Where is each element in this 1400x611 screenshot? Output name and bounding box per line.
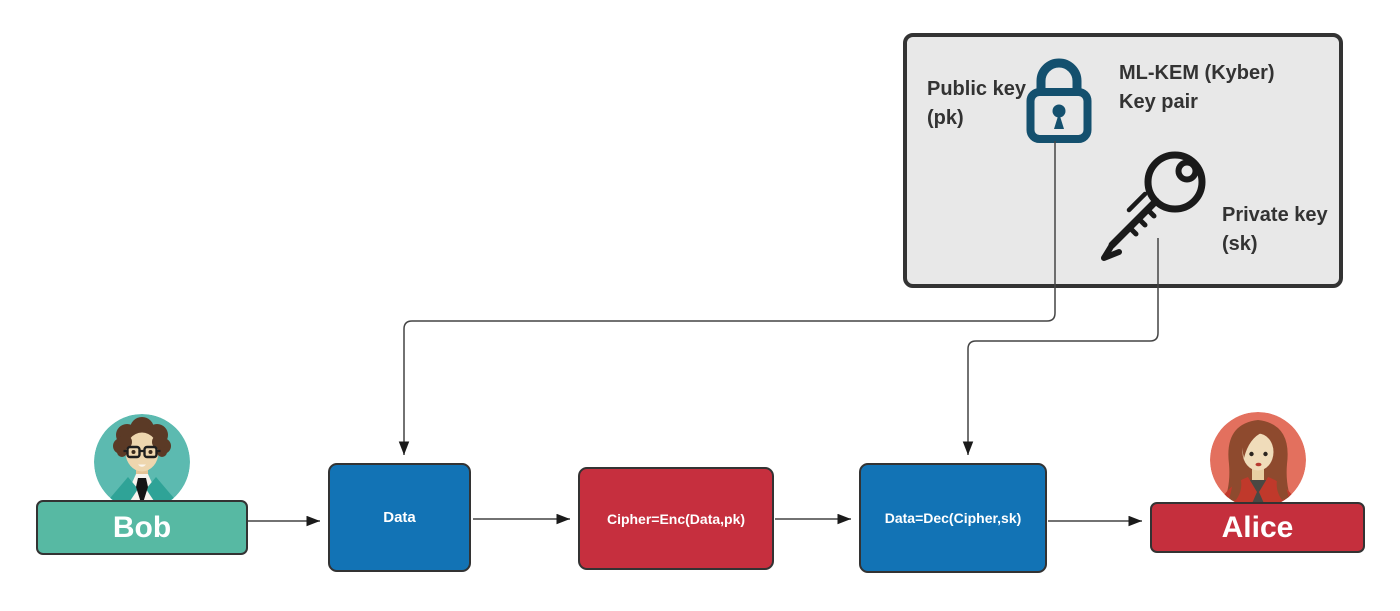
public-key-label: Public key (pk) (927, 78, 1026, 129)
keypair-title: ML-KEM (Kyber) Key pair (1119, 62, 1275, 113)
bob-box: Bob (36, 500, 248, 555)
keypair-panel: Public key (pk) ML-KEM (Kyber) Key pair … (903, 33, 1343, 288)
lock-icon (1026, 58, 1092, 143)
data-node-label: Data (383, 509, 416, 526)
private-key-label: Private key (sk) (1222, 204, 1328, 255)
alice-avatar (1210, 412, 1306, 508)
key-icon (1101, 151, 1206, 261)
alice-label: Alice (1221, 510, 1294, 544)
bob-label: Bob (112, 510, 172, 544)
bob-avatar (94, 414, 190, 510)
alice-box: Alice (1150, 502, 1365, 553)
decrypt-node: Data=Dec(Cipher,sk) (859, 463, 1047, 573)
decrypt-node-label: Data=Dec(Cipher,sk) (884, 510, 1022, 526)
data-node: Data (328, 463, 471, 572)
encrypt-node: Cipher=Enc(Data,pk) (578, 467, 774, 570)
encrypt-node-label: Cipher=Enc(Data,pk) (606, 510, 746, 527)
